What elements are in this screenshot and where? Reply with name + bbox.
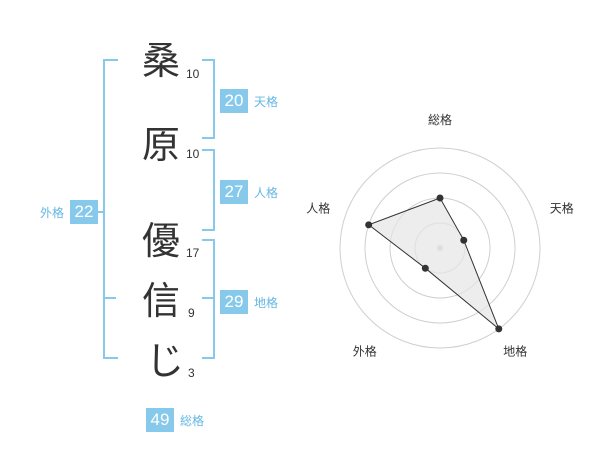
name-char-2: 原 <box>142 123 181 167</box>
chikaku-value-badge: 29 <box>220 290 248 314</box>
radar-point-3 <box>421 264 429 272</box>
tenkaku-bracket <box>202 59 215 139</box>
soukaku-value-badge: 49 <box>146 408 174 432</box>
radar-point-1 <box>460 236 468 244</box>
chikaku-label: 地格 <box>254 296 279 310</box>
gaikaku-label: 外格 <box>40 206 65 220</box>
stroke-count-2: 10 <box>186 147 200 161</box>
radar-axis-label-4: 人格 <box>306 200 330 215</box>
radar-point-2 <box>495 325 503 333</box>
name-char-5: じ <box>146 339 185 383</box>
jinkaku-value-badge: 27 <box>220 180 248 204</box>
radar-point-4 <box>365 221 373 229</box>
name-char-3: 優 <box>142 219 181 263</box>
radar-axis-label-1: 天格 <box>550 200 574 215</box>
radar-point-0 <box>436 194 444 202</box>
gaikaku-value-badge: 22 <box>70 200 98 224</box>
name-char-4: 信 <box>142 279 181 323</box>
radar-axis-label-0: 総格 <box>428 112 452 127</box>
radar-ring-4 <box>339 147 541 349</box>
jinkaku-bracket <box>202 149 215 231</box>
radar-axis-label-2: 地格 <box>503 344 527 359</box>
tenkaku-label: 天格 <box>254 95 279 109</box>
tenkaku-value-badge: 20 <box>220 89 248 113</box>
name-char-1: 桑 <box>142 39 181 83</box>
gaikaku-bracket <box>103 59 118 359</box>
radar-series-shape <box>367 197 500 330</box>
radar-ring-3 <box>364 172 516 324</box>
stroke-count-1: 10 <box>186 67 200 81</box>
jinkaku-label: 人格 <box>254 186 279 200</box>
radar-axis-label-3: 外格 <box>353 344 377 359</box>
stroke-count-3: 17 <box>186 246 200 260</box>
stroke-count-5: 3 <box>188 366 195 380</box>
stroke-count-4: 9 <box>188 306 195 320</box>
soukaku-label: 総格 <box>180 414 205 428</box>
